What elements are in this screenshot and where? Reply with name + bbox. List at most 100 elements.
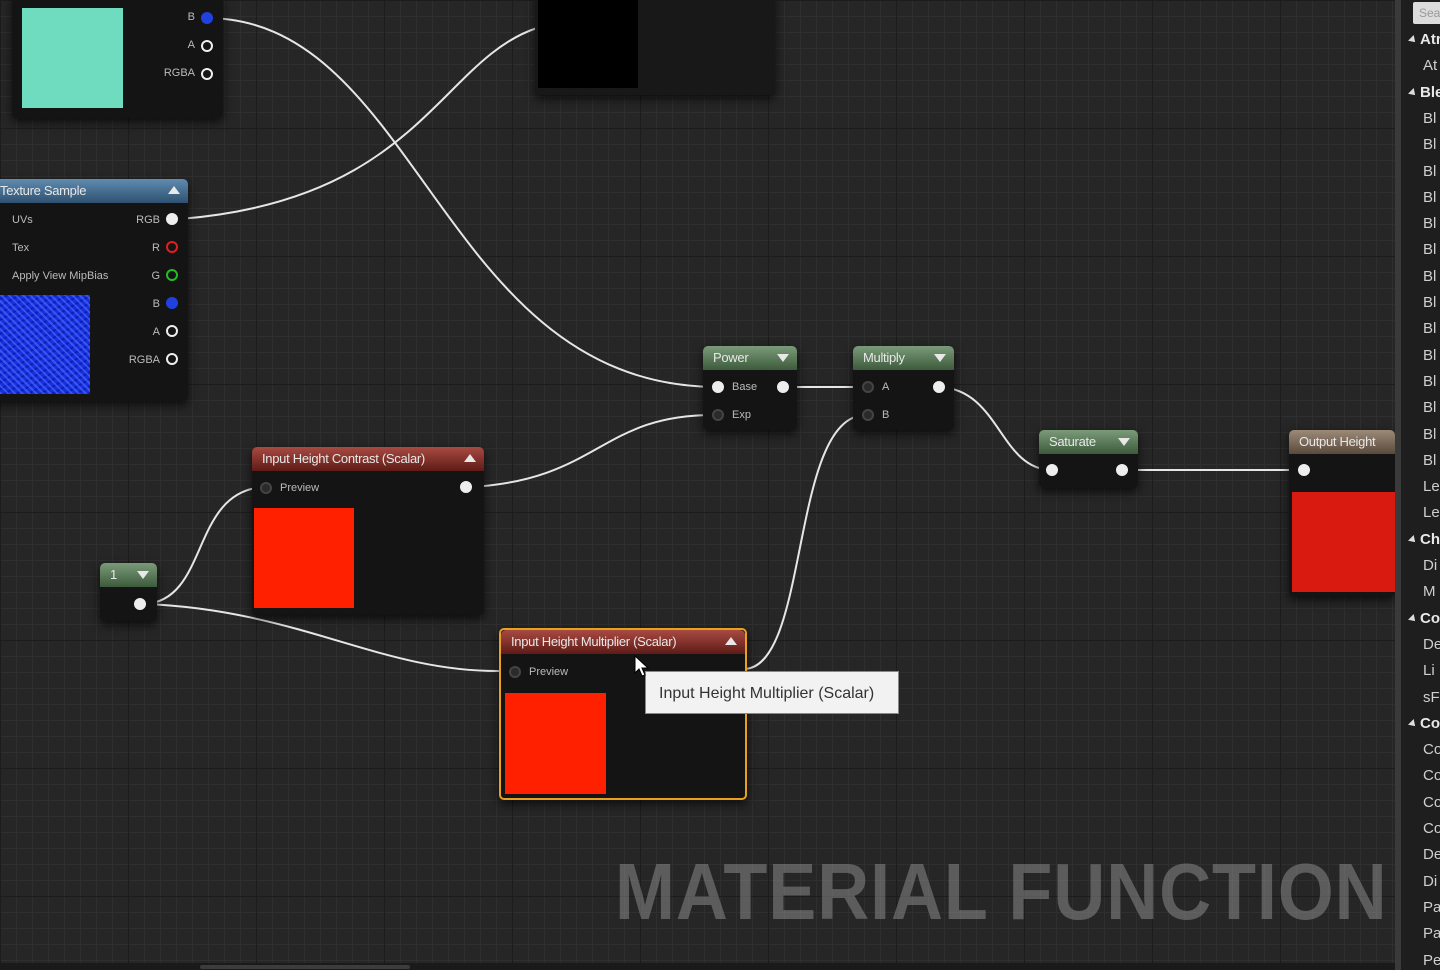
collapse-arrow-icon[interactable] [464, 454, 476, 462]
pin-rgba-output[interactable] [201, 68, 213, 80]
horizontal-scrollbar[interactable] [0, 963, 1395, 970]
palette-item[interactable]: Bl [1423, 426, 1436, 443]
color-preview [22, 8, 123, 108]
pin-output-height-input[interactable] [1298, 464, 1310, 476]
pin-label-base: Base [732, 381, 758, 393]
multiplier-preview [505, 693, 606, 794]
palette-item[interactable]: Bl [1423, 215, 1436, 232]
pin-base-input[interactable] [712, 381, 724, 393]
palette-item[interactable]: Le [1423, 504, 1440, 521]
dropdown-arrow-icon[interactable] [777, 354, 789, 362]
collapse-arrow-icon[interactable] [725, 637, 737, 645]
contrast-header[interactable]: Input Height Contrast (Scalar) [252, 447, 484, 471]
color-node[interactable]: B A RGBA [12, 0, 223, 118]
texture-preview [0, 295, 90, 394]
multiply-node[interactable]: Multiply A B [853, 346, 954, 430]
input-height-contrast-node[interactable]: Input Height Contrast (Scalar) Preview [252, 447, 484, 615]
expand-triangle-icon[interactable] [1408, 35, 1418, 45]
palette-item[interactable]: Bl [1423, 320, 1436, 337]
palette-item[interactable]: sF [1423, 689, 1440, 706]
preview-node[interactable] [535, 0, 775, 95]
collapse-arrow-icon[interactable] [168, 186, 180, 194]
palette-item-label: sF [1423, 688, 1440, 706]
power-node[interactable]: Power Base Exp [703, 346, 797, 430]
pin-a2-output[interactable] [166, 325, 178, 337]
pin-g-output[interactable] [166, 269, 178, 281]
palette-item[interactable]: Bl [1423, 294, 1436, 311]
pin-saturate-input[interactable] [1046, 464, 1058, 476]
expand-triangle-icon[interactable] [1408, 87, 1418, 98]
expand-triangle-icon[interactable] [1408, 534, 1418, 545]
pin-exp-input[interactable] [712, 409, 724, 421]
palette-item[interactable]: Pa [1423, 899, 1440, 916]
expand-triangle-icon[interactable] [1408, 718, 1418, 729]
pin-saturate-output[interactable] [1116, 464, 1128, 476]
palette-item[interactable]: Bl [1423, 399, 1436, 416]
palette-category[interactable]: Co [1408, 715, 1440, 732]
output-height-node[interactable]: Output Height [1289, 430, 1395, 596]
palette-item-label: Co [1420, 609, 1440, 627]
pin-a-output[interactable] [201, 40, 213, 52]
palette-search-input[interactable]: Sea [1413, 2, 1440, 24]
palette-item[interactable]: Bl [1423, 110, 1436, 127]
palette-item[interactable]: Pe [1423, 952, 1440, 969]
input-height-multiplier-node[interactable]: Input Height Multiplier (Scalar) Preview [499, 628, 747, 800]
pin-a-input[interactable] [862, 381, 874, 393]
palette-item[interactable]: De [1423, 846, 1440, 863]
palette-item-label: Ch [1420, 530, 1440, 548]
palette-item[interactable]: Bl [1423, 189, 1436, 206]
palette-item[interactable]: Bl [1423, 268, 1436, 285]
pin-rgba2-output[interactable] [166, 353, 178, 365]
pin-constant-output[interactable] [134, 598, 146, 610]
pin-label-b: B [187, 11, 195, 23]
dropdown-arrow-icon[interactable] [934, 354, 946, 362]
palette-item[interactable]: Bl [1423, 347, 1436, 364]
pin-multiplier-preview-input[interactable] [509, 666, 521, 678]
palette-category[interactable]: Ch [1408, 530, 1440, 548]
multiplier-header[interactable]: Input Height Multiplier (Scalar) [501, 630, 745, 654]
pin-contrast-output[interactable] [460, 481, 472, 493]
palette-item[interactable]: Co [1423, 820, 1440, 837]
expand-triangle-icon[interactable] [1408, 613, 1418, 624]
palette-item[interactable]: Li [1423, 662, 1435, 679]
palette-item[interactable]: De [1423, 636, 1440, 653]
pin-r-output[interactable] [166, 241, 178, 253]
palette-category[interactable]: Co [1408, 609, 1440, 627]
palette-item[interactable]: M [1423, 583, 1436, 600]
constant-node[interactable]: 1 [100, 563, 157, 621]
palette-item[interactable]: Bl [1423, 373, 1436, 390]
palette-item[interactable]: Co [1423, 767, 1440, 784]
pin-power-output[interactable] [777, 381, 789, 393]
material-graph-canvas[interactable]: B A RGBA Texture Sample UVs Tex Apply Vi… [0, 0, 1395, 970]
palette-item[interactable]: Di [1423, 557, 1437, 574]
palette-item[interactable]: Pa [1423, 925, 1440, 942]
palette-item[interactable]: Bl [1423, 163, 1436, 180]
output-height-header[interactable]: Output Height [1289, 430, 1395, 454]
palette-item[interactable]: Bl [1423, 136, 1436, 153]
palette-item[interactable]: Bl [1423, 241, 1436, 258]
dropdown-arrow-icon[interactable] [1118, 438, 1130, 446]
palette-item[interactable]: Le [1423, 478, 1440, 495]
constant-value: 1 [110, 567, 117, 582]
pin-b-input[interactable] [862, 409, 874, 421]
palette-item[interactable]: Di [1423, 873, 1437, 890]
palette-item[interactable]: Bl [1423, 452, 1436, 469]
pin-multiply-output[interactable] [933, 381, 945, 393]
palette-item[interactable]: At [1423, 57, 1437, 74]
pin-rgb-output[interactable] [166, 213, 178, 225]
scrollbar-thumb[interactable] [200, 965, 410, 969]
pin-b-output[interactable] [201, 12, 213, 24]
texture-sample-header[interactable]: Texture Sample [0, 179, 188, 203]
pin-b2-output[interactable] [166, 297, 178, 309]
palette-category[interactable]: Ble [1408, 84, 1440, 101]
dropdown-arrow-icon[interactable] [137, 571, 149, 579]
palette-item[interactable]: Co [1423, 741, 1440, 758]
saturate-node[interactable]: Saturate [1039, 430, 1138, 488]
node-tooltip: Input Height Multiplier (Scalar) [645, 671, 899, 714]
palette-category[interactable]: Atm [1408, 31, 1440, 48]
pin-contrast-preview-input[interactable] [260, 482, 272, 494]
palette-item-label: Di [1423, 557, 1438, 574]
texture-sample-title: Texture Sample [0, 183, 87, 198]
texture-sample-node[interactable]: Texture Sample UVs Tex Apply View MipBia… [0, 179, 188, 401]
palette-item[interactable]: Co [1423, 794, 1440, 811]
